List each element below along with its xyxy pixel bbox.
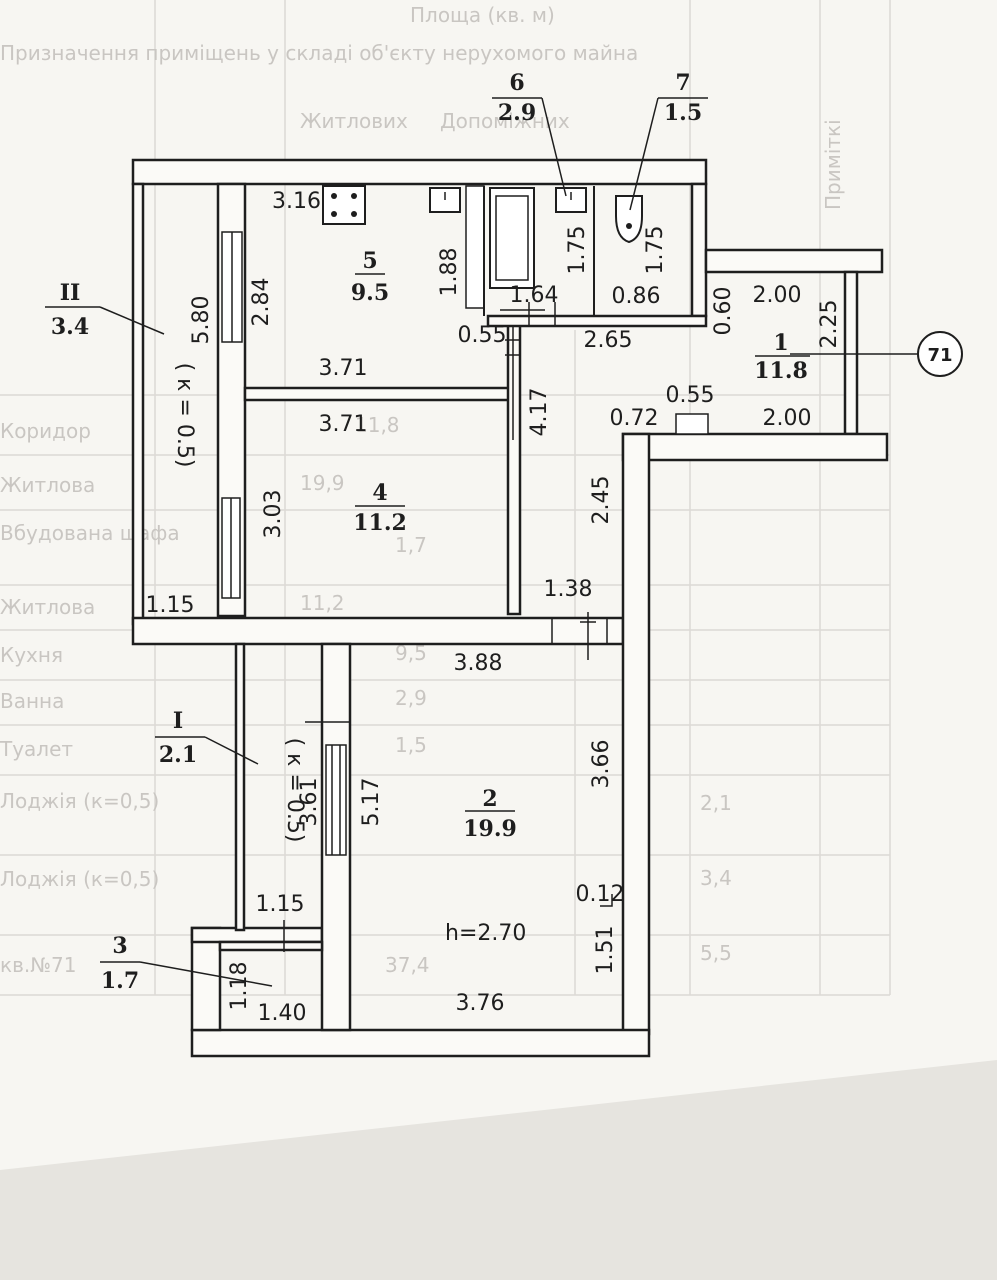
loggia-I-number: I xyxy=(173,708,183,734)
door-swing-1 xyxy=(675,413,709,435)
dim-3-03: 3.03 xyxy=(261,490,286,539)
ghost-value-1: 11,8 xyxy=(355,413,400,437)
dim-2-84: 2.84 xyxy=(249,278,274,327)
dimension-labels: 3.71 3.71 1.15 1.64 0.86 0.55 2.65 2.00 … xyxy=(146,226,842,1026)
ghost-value-7: 1,5 xyxy=(395,733,427,757)
dim-0-55-bath: 0.55 xyxy=(458,323,507,348)
ceiling-height: h=2.70 xyxy=(445,921,526,946)
loggia-II-area: 3.4 xyxy=(51,314,89,340)
loggia-I-coefficient: ( к = 0.5) xyxy=(282,738,307,843)
dim-1-40: 1.40 xyxy=(258,1001,307,1026)
room-5-number: 5 xyxy=(362,248,377,274)
ghost-value-9: 3,4 xyxy=(700,866,732,890)
apartment-number-marker xyxy=(917,331,963,377)
dim-0-12: 0.12 xyxy=(576,882,625,907)
dim-3-71-lower: 3.71 xyxy=(319,412,368,437)
apartment-number: 71 xyxy=(927,345,952,366)
ghost-row-total: кв.№71 xyxy=(0,953,76,977)
room-3-number: 3 xyxy=(112,933,127,959)
ghost-header-purpose: Призначення приміщень у складі об'єкту н… xyxy=(0,41,638,65)
dim-1-88: 1.88 xyxy=(437,248,462,297)
room-2-area: 19.9 xyxy=(463,816,517,842)
room-1-number: 1 xyxy=(773,330,788,356)
ghost-row-living-1: Житлова xyxy=(0,473,95,497)
ghost-row-loggia-1: Лоджія (к=0,5) xyxy=(0,789,159,813)
dim-1-64: 1.64 xyxy=(510,283,559,308)
dim-2-00-top: 2.00 xyxy=(753,283,802,308)
room-7-number: 7 xyxy=(675,70,690,96)
room-6-area: 2.9 xyxy=(498,100,536,126)
ghost-row-toilet: Туалет xyxy=(0,737,73,761)
ghost-row-loggia-2: Лоджія (к=0,5) xyxy=(0,867,159,891)
ghost-row-living-2: Житлова xyxy=(0,595,95,619)
room-7-area: 1.5 xyxy=(664,100,702,126)
dim-5-80: 5.80 xyxy=(189,296,214,345)
ghost-value-3: 1,7 xyxy=(395,533,427,557)
room-4-number: 4 xyxy=(372,480,387,506)
dim-1-51: 1.51 xyxy=(593,926,618,975)
dim-4-17: 4.17 xyxy=(527,388,552,437)
leader-lines xyxy=(45,97,810,987)
ghost-row-kitchen: Кухня xyxy=(0,643,63,667)
room-labels: 6 2.9 7 1.5 II 3.4 5 9.5 4 11.2 1 11.8 I… xyxy=(51,70,808,994)
ghost-value-11: 5,5 xyxy=(700,941,732,965)
room-5-area: 9.5 xyxy=(351,280,389,306)
dim-1-75-bath: 1.75 xyxy=(565,226,590,275)
ghost-table: Площа (кв. м) Житлових Допоміжних Призна… xyxy=(0,0,891,996)
dim-2-65: 2.65 xyxy=(584,328,633,353)
windows xyxy=(221,231,709,856)
loggia-I-area: 2.1 xyxy=(159,742,197,768)
dim-2-00-bottom: 2.00 xyxy=(763,406,812,431)
dim-0-72: 0.72 xyxy=(610,406,659,431)
ghost-header-living: Житлових xyxy=(300,109,408,133)
room-2-number: 2 xyxy=(482,786,497,812)
room-4-area: 11.2 xyxy=(353,510,407,536)
dim-1-18: 1.18 xyxy=(227,962,252,1011)
ghost-value-4: 11,2 xyxy=(300,591,345,615)
ghost-header-area: Площа (кв. м) xyxy=(410,3,555,27)
dim-3-61: 3.61 xyxy=(297,778,322,827)
dim-5-17: 5.17 xyxy=(359,778,384,827)
loggia-II-coefficient: ( к = 0.5) xyxy=(172,363,197,468)
toilet-icon xyxy=(615,195,643,244)
ghost-row-closet: Вбудована шафа xyxy=(0,521,180,545)
dim-2-25: 2.25 xyxy=(817,300,842,349)
dim-1-38: 1.38 xyxy=(544,577,593,602)
dim-3-71-upper: 3.71 xyxy=(319,356,368,381)
dim-1-15-bottom: 1.15 xyxy=(256,892,305,917)
ghost-value-6: 2,9 xyxy=(395,686,427,710)
ghost-value-8: 2,1 xyxy=(700,791,732,815)
room-3-area: 1.7 xyxy=(101,968,139,994)
bathtub-icon xyxy=(489,187,535,289)
fixtures xyxy=(322,185,643,316)
room-6-number: 6 xyxy=(509,70,524,96)
dim-0-60: 0.60 xyxy=(711,287,736,336)
ghost-value-2: 19,9 xyxy=(300,471,345,495)
dim-3-66: 3.66 xyxy=(589,740,614,789)
dim-3-76: 3.76 xyxy=(456,991,505,1016)
stove-icon xyxy=(322,185,366,225)
stove-width-label: 3.16 xyxy=(272,189,321,214)
paper-shadow xyxy=(0,1060,997,1280)
loggia-II-number: II xyxy=(60,280,81,306)
dim-2-45: 2.45 xyxy=(589,476,614,525)
ghost-value-10: 37,4 xyxy=(385,953,430,977)
ghost-row-bath: Ванна xyxy=(0,689,64,713)
dim-0-55-door: 0.55 xyxy=(666,383,715,408)
dim-1-75-toilet: 1.75 xyxy=(643,226,668,275)
room-1-area: 11.8 xyxy=(754,358,808,384)
dimension-lines xyxy=(283,302,918,952)
walls xyxy=(131,158,889,1058)
ghost-header-notes: Приміткі xyxy=(821,119,845,210)
dim-0-86: 0.86 xyxy=(612,284,661,309)
ghost-row-corridor: Коридор xyxy=(0,419,91,443)
dim-1-15-top: 1.15 xyxy=(146,593,195,618)
dim-3-88: 3.88 xyxy=(454,651,503,676)
